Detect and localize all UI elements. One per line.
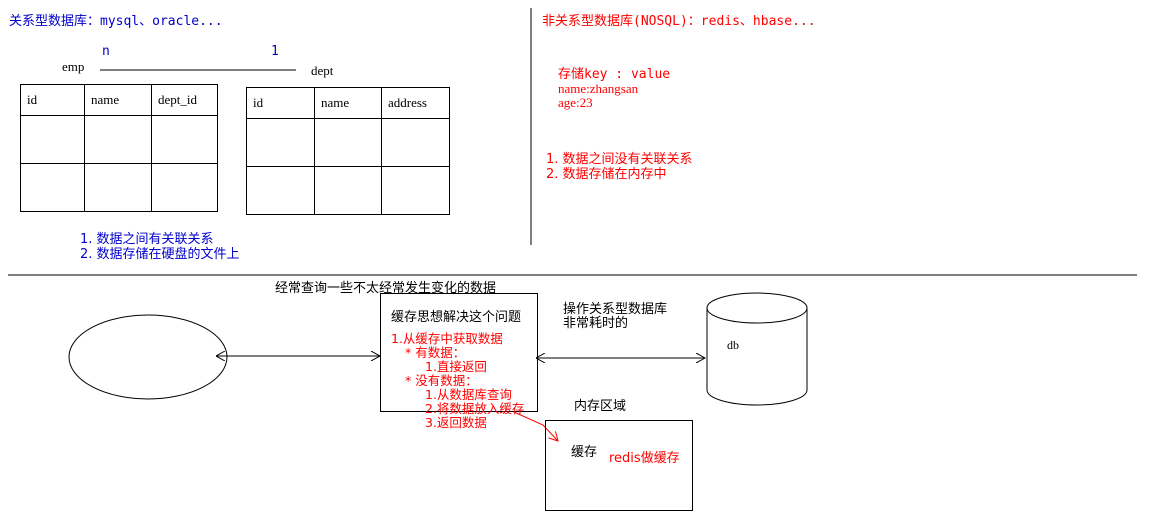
relational-title: 关系型数据库：mysql、oracle... <box>9 14 223 29</box>
cache-to-memory-arrow <box>513 411 558 441</box>
table-row <box>20 163 218 212</box>
dept-table: id name address <box>246 87 450 215</box>
cache-step: * 没有数据： <box>405 373 478 388</box>
cache-step: 1.从缓存中获取数据 <box>391 331 503 346</box>
dept-col-id: id <box>246 87 315 119</box>
cache-step: 3.返回数据 <box>425 415 487 430</box>
kv-line-1: 存储key : value <box>558 67 671 82</box>
cache-box: 缓存思想解决这个问题 1.从缓存中获取数据 * 有数据： 1.直接返回 * 没有… <box>380 293 538 430</box>
emp-label: emp <box>62 59 85 74</box>
cache-caption: 经常查询一些不太经常发生变化的数据 <box>275 281 497 296</box>
dept-col-address: address <box>381 87 450 119</box>
table-row <box>20 115 218 164</box>
cache-step: * 有数据： <box>405 345 466 360</box>
emp-col-dept-id: dept_id <box>151 84 218 116</box>
relational-note-1: 1. 数据之间有关联关系 <box>80 232 214 247</box>
db-operation-line-2: 非常耗时的 <box>563 316 629 331</box>
emp-col-name: name <box>84 84 152 116</box>
memory-redis-label: redis做缓存 <box>609 451 680 466</box>
nosql-title: 非关系型数据库(NOSQL)：redis、hbase... <box>542 14 816 29</box>
dept-label: dept <box>311 63 334 78</box>
emp-table: id name dept_id <box>20 84 218 212</box>
kv-line-2: name:zhangsan <box>558 81 639 96</box>
client-ellipse <box>68 314 228 400</box>
multiplicity-1: 1 <box>271 44 279 59</box>
db-cylinder <box>706 292 808 406</box>
nosql-note-2: 2. 数据存储在内存中 <box>546 167 667 182</box>
cache-step: 2.将数据放入缓存 <box>425 401 525 416</box>
cache-box-title: 缓存思想解决这个问题 <box>391 310 522 325</box>
multiplicity-n: n <box>102 44 110 59</box>
db-operation-line-1: 操作关系型数据库 <box>563 302 668 317</box>
kv-example: 存储key : value name:zhangsan age:23 <box>558 68 670 110</box>
kv-line-3: age:23 <box>558 95 593 110</box>
cache-steps: 1.从缓存中获取数据 * 有数据： 1.直接返回 * 没有数据： 1.从数据库查… <box>391 332 524 430</box>
cache-step: 1.从数据库查询 <box>425 387 512 402</box>
cache-step: 1.直接返回 <box>425 359 487 374</box>
emp-col-id: id <box>20 84 85 116</box>
memory-area-title: 内存区域 <box>574 399 627 414</box>
db-label: db <box>727 338 739 352</box>
dept-col-name: name <box>314 87 382 119</box>
relational-notes: 1. 数据之间有关联关系 2. 数据存储在硬盘的文件上 <box>80 232 240 262</box>
nosql-note-1: 1. 数据之间没有关联关系 <box>546 152 693 167</box>
memory-box: 缓存 redis做缓存 <box>545 420 693 511</box>
memory-cache-label: 缓存 <box>571 445 598 460</box>
db-operation-note: 操作关系型数据库 非常耗时的 <box>563 303 667 331</box>
relational-note-2: 2. 数据存储在硬盘的文件上 <box>80 247 240 262</box>
table-row <box>246 118 450 167</box>
nosql-notes: 1. 数据之间没有关联关系 2. 数据存储在内存中 <box>546 152 693 182</box>
table-row <box>246 166 450 215</box>
